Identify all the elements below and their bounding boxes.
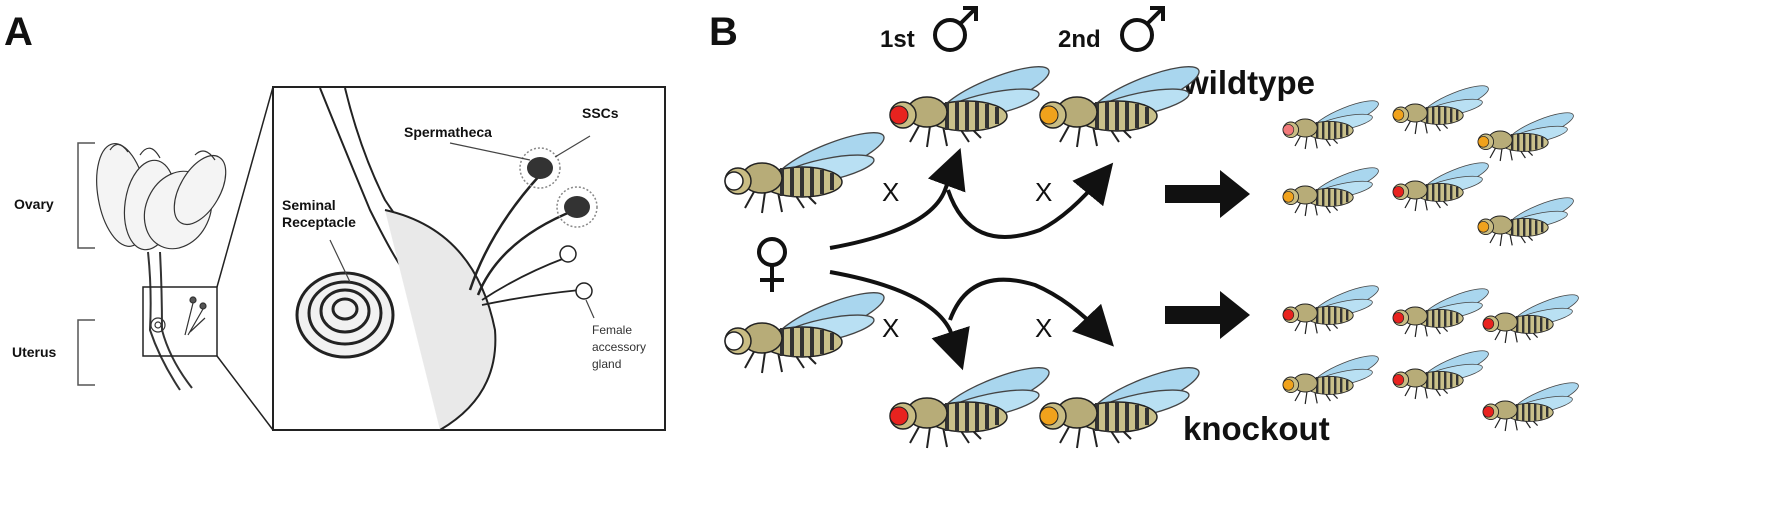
fly-eye-orange bbox=[1039, 406, 1059, 426]
mini-reproductive-tract bbox=[150, 296, 207, 336]
fly-eye-white bbox=[724, 171, 744, 191]
first-male-fly-top bbox=[888, 55, 1057, 149]
second-male-label: 2nd bbox=[1058, 26, 1101, 53]
offspring-group-knockout bbox=[1281, 278, 1583, 433]
panel-b-letter: B bbox=[709, 10, 738, 54]
arrow-bottom-first bbox=[829, 270, 970, 371]
zoom-box-small bbox=[142, 286, 218, 357]
cross-symbol-3: X bbox=[882, 313, 900, 343]
mating-arrows bbox=[829, 147, 1114, 371]
second-male-fly-bottom bbox=[1038, 356, 1207, 450]
fly-eye-red bbox=[889, 406, 909, 426]
wildtype-label: wildtype bbox=[1183, 64, 1316, 101]
fly-eye-red bbox=[889, 105, 909, 125]
seminal-receptacle-label-1: Seminal bbox=[282, 197, 336, 213]
arrow-bottom-second bbox=[948, 277, 1114, 347]
sscs-label: SSCs bbox=[582, 105, 619, 121]
accessory-glands bbox=[559, 245, 593, 300]
accessory-gland-label: Female accessory gland bbox=[592, 323, 647, 371]
label-pointers bbox=[329, 135, 595, 319]
enlarged-tract bbox=[295, 87, 581, 431]
female-symbol bbox=[757, 237, 787, 292]
result-arrow-bottom bbox=[1165, 291, 1250, 339]
ovary-bracket bbox=[77, 142, 95, 249]
seminal-receptacle-coil bbox=[295, 271, 395, 359]
ovary-sketch bbox=[96, 143, 227, 391]
seminal-receptacle-label-2: Receptacle bbox=[282, 214, 356, 230]
uterus-bracket bbox=[77, 319, 95, 386]
arrow-top-first bbox=[829, 147, 966, 250]
fly-eye-orange bbox=[1039, 105, 1059, 125]
male-symbol-second bbox=[1120, 6, 1165, 52]
zoom-line-top bbox=[216, 86, 274, 288]
spermathecae bbox=[519, 147, 598, 228]
cross-symbol-1: X bbox=[882, 177, 900, 207]
female-fly-top bbox=[723, 121, 892, 215]
fly-eye-white bbox=[724, 331, 744, 351]
arrow-top-second bbox=[946, 162, 1114, 239]
second-male-fly-top bbox=[1038, 55, 1207, 149]
cross-symbol-4: X bbox=[1035, 313, 1053, 343]
zoom-line-bottom bbox=[216, 355, 274, 431]
male-symbol-first bbox=[933, 6, 978, 52]
uterus-label: Uterus bbox=[12, 344, 57, 360]
first-male-label: 1st bbox=[880, 26, 915, 53]
cross-symbol-2: X bbox=[1035, 177, 1053, 207]
first-male-fly-bottom bbox=[888, 356, 1057, 450]
panel-a-letter: A bbox=[4, 10, 33, 54]
knockout-label: knockout bbox=[1183, 410, 1330, 447]
female-fly-bottom bbox=[723, 281, 892, 375]
spermatheca-label: Spermatheca bbox=[404, 124, 492, 140]
result-arrow-top bbox=[1165, 170, 1250, 218]
ovary-label: Ovary bbox=[14, 196, 54, 212]
offspring-group-wildtype bbox=[1281, 78, 1578, 248]
